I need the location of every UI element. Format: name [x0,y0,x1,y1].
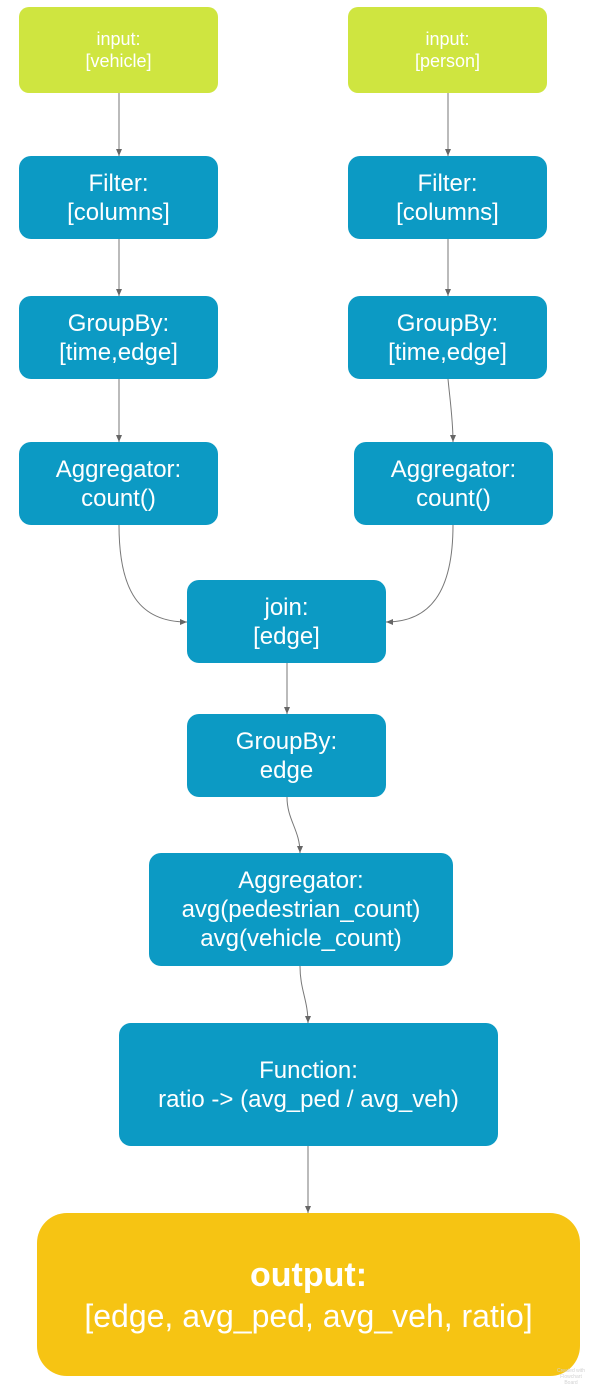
groupby-left-node[interactable]: GroupBy: [time,edge] [19,296,218,379]
node-label: [columns] [67,198,170,226]
aggregator-avg-node[interactable]: Aggregator: avg(pedestrian_count) avg(ve… [149,853,453,966]
watermark-line: Board [564,1380,578,1386]
node-label: [time,edge] [388,338,507,366]
output-title: output: [249,1255,368,1294]
node-label: Aggregator: [390,455,517,483]
node-label: Aggregator: [238,867,364,894]
node-label: [time,edge] [59,338,178,366]
node-label: Aggregator: [55,455,182,483]
node-label: input: [96,29,141,49]
aggregator-right-node[interactable]: Aggregator: count() [354,442,553,525]
node-label: edge [259,756,314,784]
watermark-line: Created with [556,1368,586,1374]
edge-aggregator-right-to-join [385,524,454,625]
filter-left-node[interactable]: Filter: [columns] [19,156,218,239]
join-node[interactable]: join: [edge] [187,580,386,663]
node-label: input: [425,29,470,49]
node-label: avg(pedestrian_count) [181,896,421,923]
node-label: Filter: [88,169,149,197]
groupby-right-node[interactable]: GroupBy: [time,edge] [348,296,547,379]
node-label: Function: [259,1056,358,1084]
watermark-line: Flowchart [560,1374,582,1380]
output-node[interactable]: output: [edge, avg_ped, avg_veh, ratio] [37,1213,580,1376]
watermark-logo: Created with Flowchart Board [556,1368,586,1386]
output-columns: [edge, avg_ped, avg_veh, ratio] [84,1297,533,1334]
node-label: [vehicle] [85,51,152,71]
input-vehicle-node[interactable]: input: [vehicle] [19,7,218,93]
node-label: avg(vehicle_count) [200,925,402,952]
node-label: [edge] [253,622,320,650]
node-label: Filter: [417,169,478,197]
groupby-edge-node[interactable]: GroupBy: edge [187,714,386,797]
edge-aggregator-left-to-join [118,524,188,625]
edge-groupby-right-to-aggregator [447,378,456,443]
filter-right-node[interactable]: Filter: [columns] [348,156,547,239]
function-node[interactable]: Function: ratio -> (avg_ped / avg_veh) [119,1023,498,1146]
edge-groupby-edge-to-aggregator-avg [286,796,303,854]
input-person-node[interactable]: input: [person] [348,7,547,93]
aggregator-left-node[interactable]: Aggregator: count() [19,442,218,525]
node-label: GroupBy: [67,309,170,337]
node-label: join: [264,593,309,621]
node-label: count() [416,484,491,512]
node-label: ratio -> (avg_ped / avg_veh) [158,1085,459,1113]
node-label: count() [81,484,156,512]
edge-aggregator-avg-to-function [299,965,311,1024]
node-label: [columns] [396,198,499,226]
node-label: GroupBy: [235,727,338,755]
node-label: [person] [414,51,481,71]
node-label: GroupBy: [396,309,499,337]
